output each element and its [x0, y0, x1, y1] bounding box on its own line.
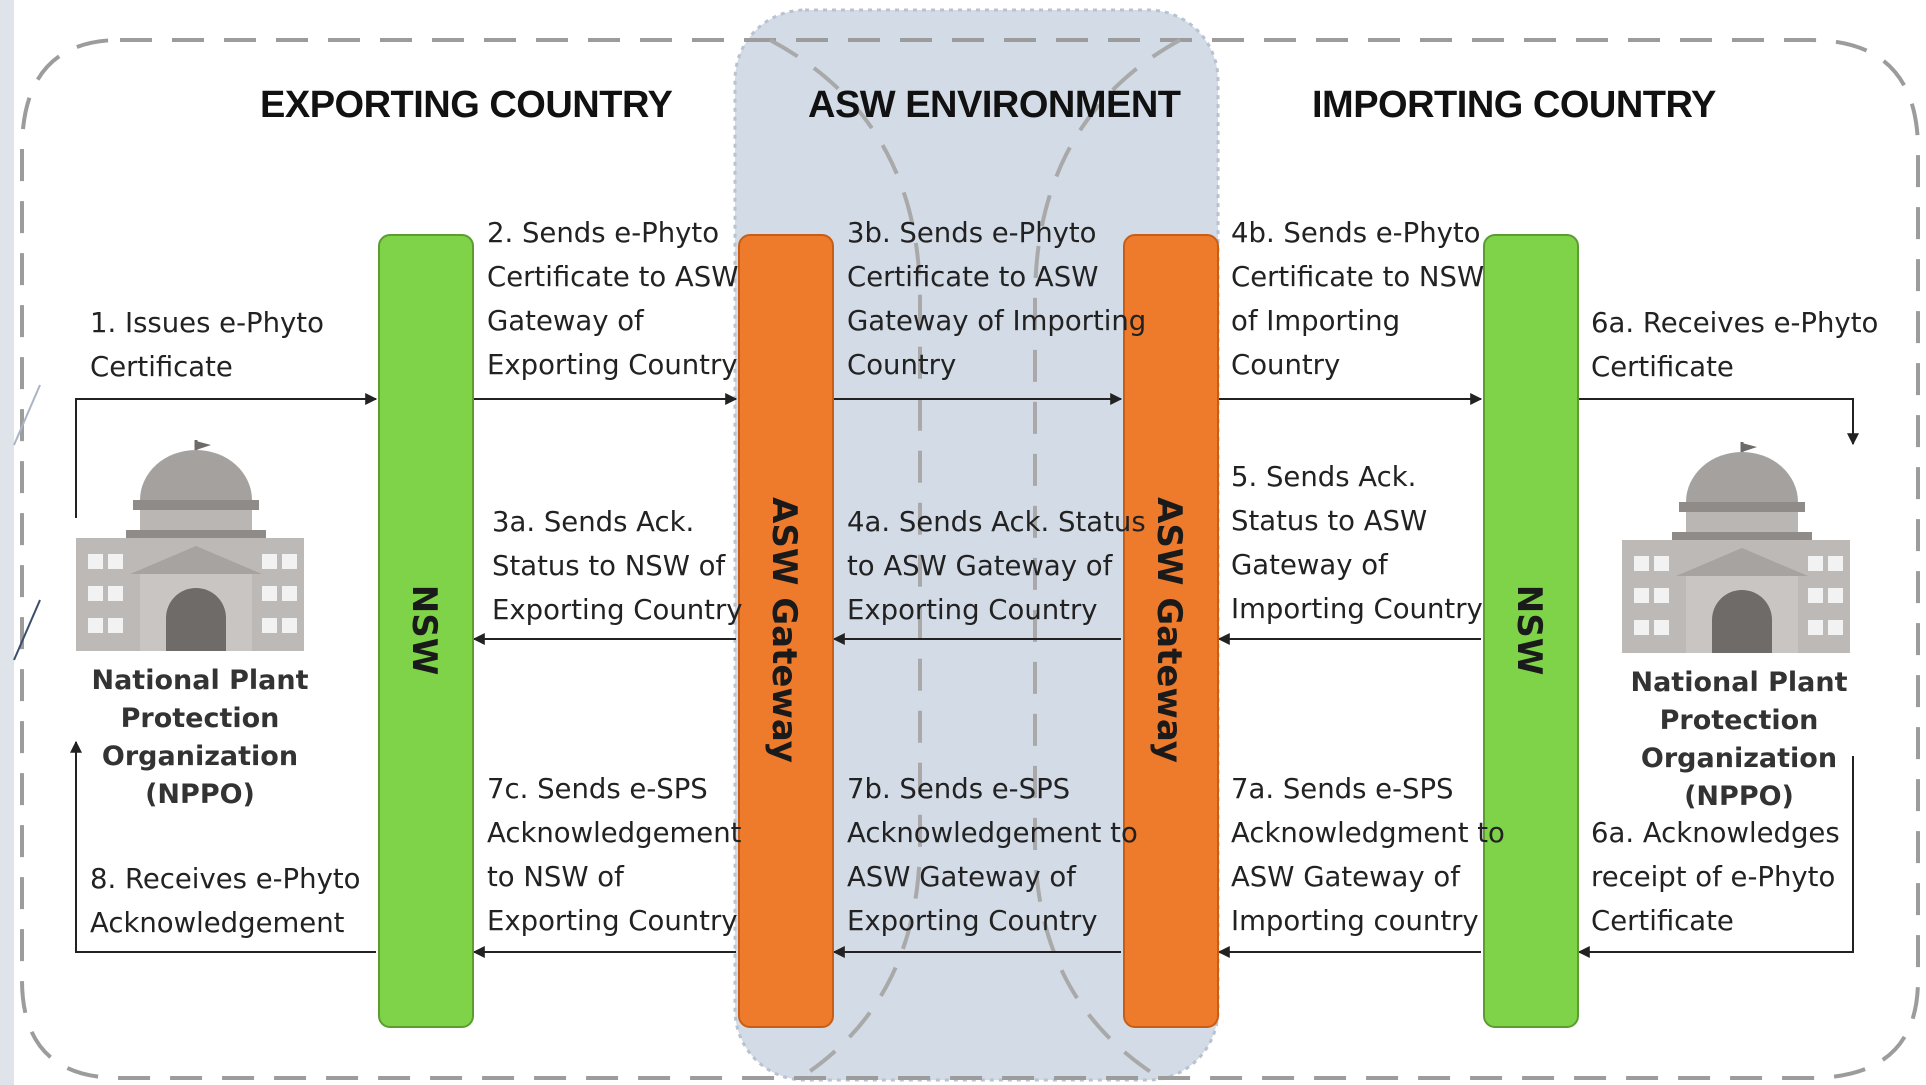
arrow-step-1 — [75, 393, 378, 518]
step-7a-label: 7a. Sends e-SPS Acknowledgment to ASW Ga… — [1231, 773, 1505, 937]
step-3b-label: 3b. Sends e-Phyto Certificate to ASW Gat… — [847, 217, 1147, 381]
step-2-label: 2. Sends e-Phyto Certificate to ASW Gate… — [487, 217, 739, 381]
nsw-bar-importing — [1483, 234, 1579, 1028]
step-6a-receive-label: 6a. Receives e-Phyto Certificate — [1591, 307, 1879, 383]
asw-gateway-bar-exporting — [738, 234, 834, 1028]
outer-boundary — [20, 38, 1920, 1080]
building-icon — [1622, 442, 1850, 653]
asw-gateway-bar-exporting-label: ASW Gateway — [764, 497, 804, 763]
arrow-step-8 — [70, 740, 376, 953]
nppo-label-exporting: National Plant Protection Organization (… — [91, 665, 309, 810]
step-4a-label: 4a. Sends Ack. Status to ASW Gateway of … — [847, 506, 1146, 626]
decor-line-1 — [13, 384, 41, 446]
decor-line-2 — [13, 599, 41, 661]
heading-importing-country: IMPORTING COUNTRY — [1312, 84, 1716, 126]
step-8-label: 8. Receives e-Phyto Acknowledgement — [90, 863, 361, 939]
arrow-step-6a-receive — [1577, 398, 1859, 446]
nsw-bar-importing-label: NSW — [1509, 584, 1549, 676]
step-6a-ack-label: 6a. Acknowledges receipt of e-Phyto Cert… — [1591, 817, 1840, 937]
nppo-label-importing: National Plant Protection Organization (… — [1630, 667, 1848, 812]
left-edge-strip — [0, 0, 14, 1085]
step-3a-label: 3a. Sends Ack. Status to NSW of Exportin… — [492, 506, 743, 626]
heading-asw-environment: ASW ENVIRONMENT — [808, 84, 1181, 126]
importing-region-boundary — [1033, 38, 1181, 1080]
asw-gateway-bar-importing — [1123, 234, 1219, 1028]
nsw-bar-exporting-label: NSW — [404, 584, 444, 676]
asw-environment-region — [733, 8, 1220, 1082]
heading-exporting-country: EXPORTING COUNTRY — [260, 84, 673, 126]
exporting-region-boundary — [769, 38, 922, 1080]
step-5-label: 5. Sends Ack. Status to ASW Gateway of I… — [1231, 461, 1483, 625]
step-4b-label: 4b. Sends e-Phyto Certificate to NSW of … — [1231, 217, 1485, 381]
arrow-step-6a-ack — [1577, 756, 1854, 958]
step-7c-label: 7c. Sends e-SPS Acknowledgement to NSW o… — [487, 773, 742, 937]
building-icon — [76, 440, 304, 651]
asw-gateway-bar-importing-label: ASW Gateway — [1149, 497, 1189, 763]
step-7b-label: 7b. Sends e-SPS Acknowledgement to ASW G… — [847, 773, 1138, 937]
nsw-bar-exporting — [378, 234, 474, 1028]
step-1-label: 1. Issues e-Phyto Certificate — [90, 307, 324, 383]
